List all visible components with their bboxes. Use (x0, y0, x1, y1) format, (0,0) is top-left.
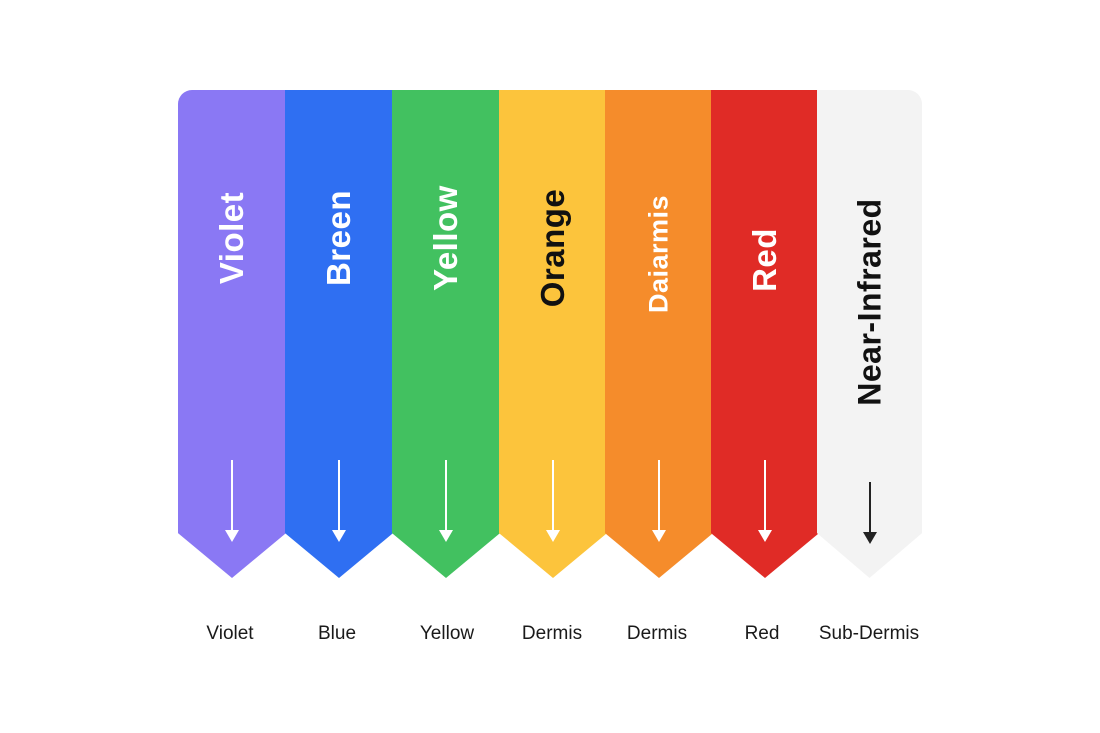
layer-label-dermis: Dermis (626, 623, 688, 644)
band-red: Red (711, 90, 819, 578)
spectrum-diagram: Violet Breen Yellow Orange Daiarmis Red (178, 90, 922, 578)
layer-label-yellow: Yellow (419, 623, 475, 644)
down-arrow-icon (225, 460, 239, 542)
band-green: Yellow (392, 90, 500, 578)
down-arrow-icon (546, 460, 560, 542)
band-label-yellow: Orange (534, 188, 571, 308)
band-label-blue: Breen (320, 189, 357, 287)
layer-label-dermis: Dermis (521, 623, 583, 644)
band-blue: Breen (285, 90, 393, 578)
layer-label-violet: Violet (206, 623, 254, 644)
down-arrow-icon (652, 460, 666, 542)
band-label-green: Yellow (427, 185, 464, 291)
down-arrow-icon (862, 482, 877, 544)
band-label-red: Red (746, 228, 783, 292)
band-orange: Daiarmis (605, 90, 713, 578)
layer-label-blue: Blue (317, 623, 357, 644)
band-yellow: Orange (499, 90, 607, 578)
layer-label-red: Red (744, 623, 780, 644)
band-violet: Violet (178, 90, 286, 578)
band-label-orange: Daiarmis (643, 194, 674, 314)
band-label-violet: Violet (213, 191, 250, 285)
down-arrow-icon (758, 460, 772, 542)
down-arrow-icon (332, 460, 346, 542)
band-label-near-infrared: Near-Infrared (851, 198, 887, 406)
down-arrow-icon (439, 460, 453, 542)
layer-label-sub-dermis: Sub-Dermis (818, 623, 920, 644)
band-near-infrared: Near-Infrared (817, 90, 922, 578)
